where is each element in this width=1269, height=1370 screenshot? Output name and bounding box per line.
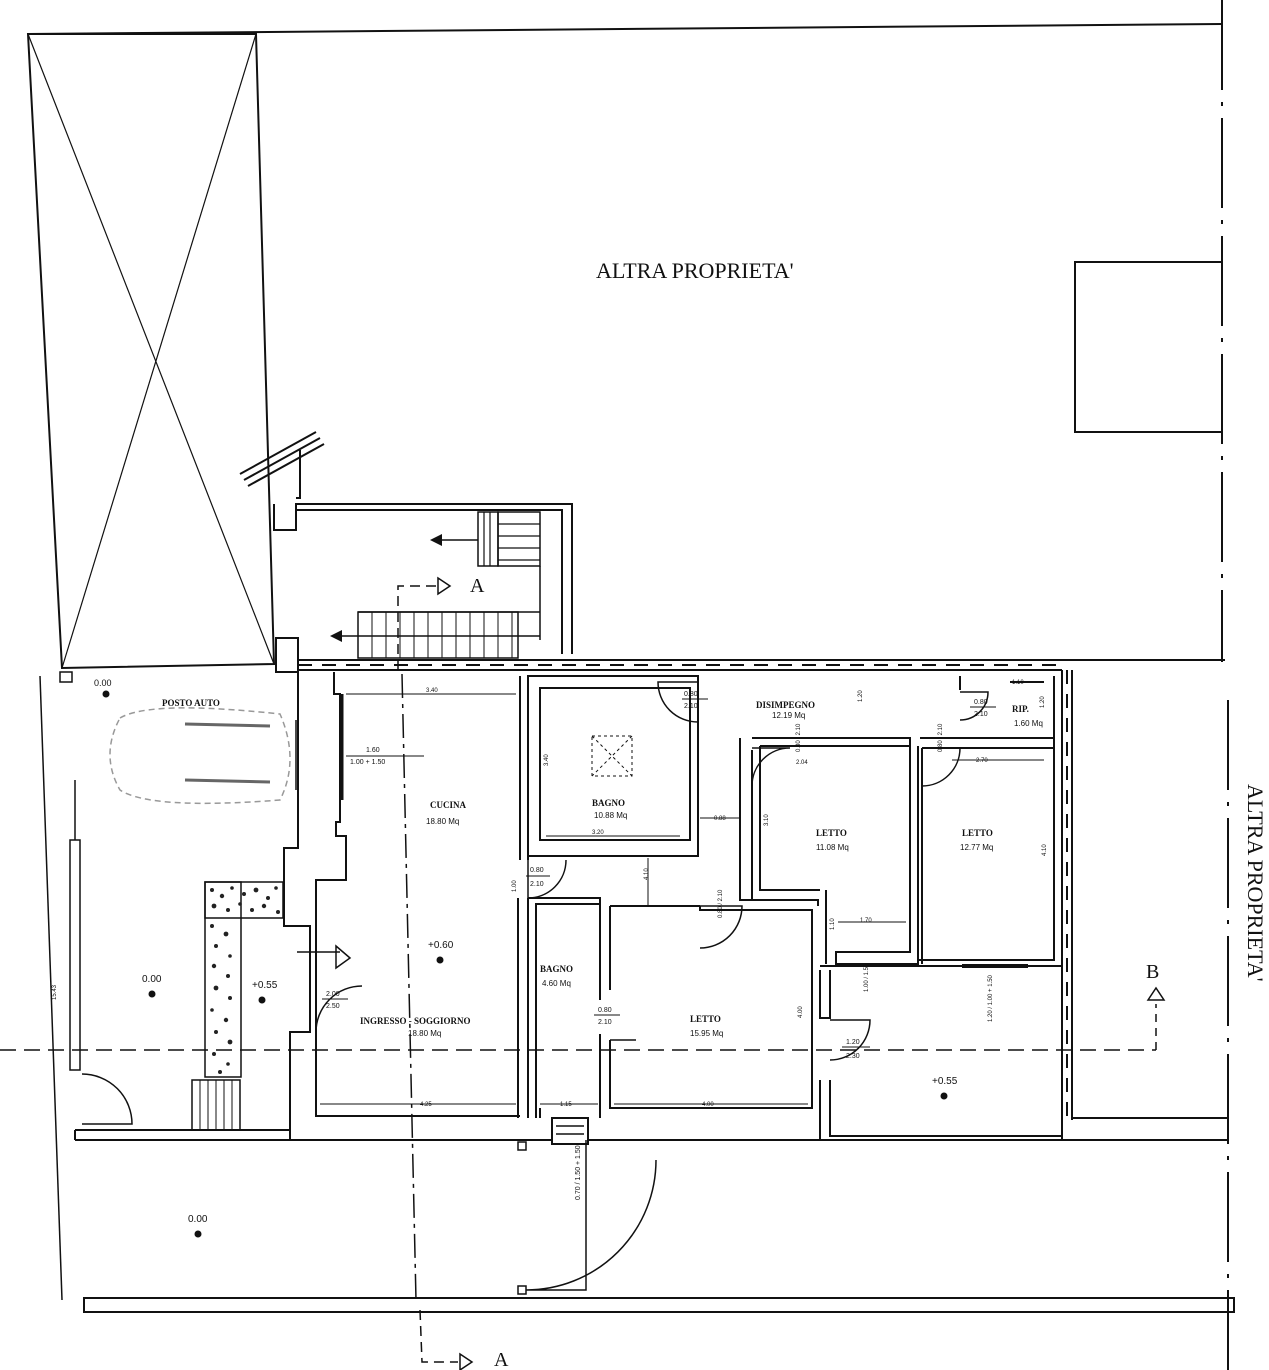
level-markers: 0.00 0.00 +0.55 +0.60 +0.55 0.00 (94, 678, 958, 1238)
dim-door-rip-bottom: 2.10 (974, 711, 988, 718)
dim-door-rip-top: 0.80 (974, 699, 988, 706)
dim-soggiorno-width: 4.25 (420, 1102, 432, 1108)
dim-letto-3-depth: 4.00 (798, 1006, 804, 1018)
dim-front-door: 0.70 / 1.50 + 1.50 (575, 1145, 582, 1200)
stair-lower (330, 611, 540, 659)
room-letto-3: LETTO (690, 1014, 721, 1024)
dim-door-cucina-bottom: 2.10 (530, 881, 544, 888)
room-soggiorno: INGRESSO - SOGGIORNO (360, 1016, 471, 1026)
altra-proprieta-top: ALTRA PROPRIETA' (596, 258, 794, 283)
dim-door-letto-2-lower: 1.00 / 1.50 (864, 963, 870, 992)
level-bottom-yard: 0.00 (188, 1214, 208, 1225)
dim-entrance-door-top: 2.00 (326, 991, 340, 998)
dim-door-disimpegno-top: 0.80 (684, 691, 698, 698)
room-disimpegno: DISIMPEGNO (756, 700, 815, 710)
room-rip-area: 1.60 Mq (1014, 719, 1043, 728)
dim-window-right: 1.20 / 1.00 + 1.50 (988, 974, 994, 1022)
dim-passage: 4.10 (644, 868, 650, 880)
hatched-gate (239, 431, 325, 487)
dim-letto-2-depth: 4.10 (1042, 844, 1048, 856)
room-bagno-2: BAGNO (540, 964, 573, 974)
dim-cucina-width: 3.40 (426, 688, 438, 694)
dim-corridor-width: 0.88 (714, 816, 726, 822)
dim-letto-2-width: 2.70 (976, 758, 988, 764)
room-bagno-1: BAGNO (592, 798, 625, 808)
dimensions: 3.40 1.60 1.00 + 1.50 0.80 2.10 1.20 0.8… (52, 680, 1048, 1200)
dim-window-bottom: 1.00 + 1.50 (350, 759, 385, 766)
room-letto-2-area: 12.77 Mq (960, 843, 993, 852)
section-a-bottom-label: A (494, 1349, 509, 1370)
dim-letto-1-wall: 2.04 (796, 760, 808, 766)
stair-upper (430, 511, 541, 640)
altra-proprieta-right: ALTRA PROPRIETA' (1243, 784, 1268, 982)
level-right-terrace: +0.55 (932, 1076, 958, 1087)
level-entrance: +0.55 (252, 980, 278, 991)
dim-kitchen-wall: 1.00 (512, 880, 518, 892)
car-outline (109, 707, 291, 805)
dim-rip-width: 1.10 (1012, 680, 1024, 686)
dim-letto-1-depth: 3.10 (764, 814, 770, 826)
dim-rip-depth: 1.20 (1040, 696, 1046, 708)
room-bagno-1-area: 10.88 Mq (594, 811, 627, 820)
dim-door-letto-1: 0.80 / 2.10 (796, 723, 802, 752)
dim-door-cucina-top: 0.80 (530, 867, 544, 874)
section-b-label: B (1146, 961, 1159, 983)
room-cucina: CUCINA (430, 800, 467, 810)
property-boundaries (27, 0, 1235, 1370)
dim-entrance-door-bottom: 2.50 (326, 1003, 340, 1010)
left-yard-details (69, 707, 352, 1131)
dim-door-disimpegno-bottom: 2.10 (684, 703, 698, 710)
neighbour-building (1074, 261, 1222, 433)
room-letto-3-area: 15.95 Mq (690, 1029, 723, 1038)
section-a-top-label: A (470, 575, 485, 597)
dim-letto-1-side: 1.10 (830, 918, 836, 930)
crossed-area (26, 33, 276, 683)
room-rip: RIP. (1012, 704, 1029, 714)
dim-door-terrace-top: 1.20 (846, 1039, 860, 1046)
dim-door-letto-2: 0.80 / 2.10 (938, 723, 944, 752)
gravel-hatch (210, 886, 280, 1074)
room-cucina-area: 18.80 Mq (426, 817, 459, 826)
room-bagno-2-area: 4.60 Mq (542, 979, 571, 988)
room-letto-2: LETTO (962, 828, 993, 838)
dim-letto-1-bottom: 1.70 (860, 918, 872, 924)
room-disimpegno-area: 12.19 Mq (772, 711, 805, 720)
dim-door-letto-3: 0.80 / 2.10 (718, 889, 724, 918)
upper-stair-area (239, 431, 573, 659)
dim-window-top: 1.60 (366, 747, 380, 754)
room-letto-1: LETTO (816, 828, 847, 838)
section-lines (0, 576, 1166, 1370)
level-left-yard: 0.00 (142, 974, 162, 985)
dim-bagno-1-depth: 3.40 (544, 754, 550, 766)
dim-disimpegno-depth: 1.20 (858, 690, 864, 702)
doors (81, 681, 989, 1295)
dim-bagno-1-width: 3.20 (592, 830, 604, 836)
dim-door-terrace-bottom: 2.30 (846, 1053, 860, 1060)
room-soggiorno-area: 18.80 Mq (408, 1029, 441, 1038)
house-walls (74, 637, 1228, 1145)
level-cucina: +0.60 (428, 940, 454, 951)
dim-yard-depth: 15.43 (52, 984, 58, 1000)
dim-bagno-2-width: 1.15 (560, 1102, 572, 1108)
room-letto-1-area: 11.08 Mq (816, 843, 849, 852)
dim-letto-3-width: 4.00 (702, 1102, 714, 1108)
room-posto-auto: POSTO AUTO (162, 698, 220, 708)
level-posto-auto: 0.00 (94, 678, 112, 688)
dim-door-bagno-2-top: 0.80 (598, 1007, 612, 1014)
dim-door-bagno-2-bottom: 2.10 (598, 1019, 612, 1026)
